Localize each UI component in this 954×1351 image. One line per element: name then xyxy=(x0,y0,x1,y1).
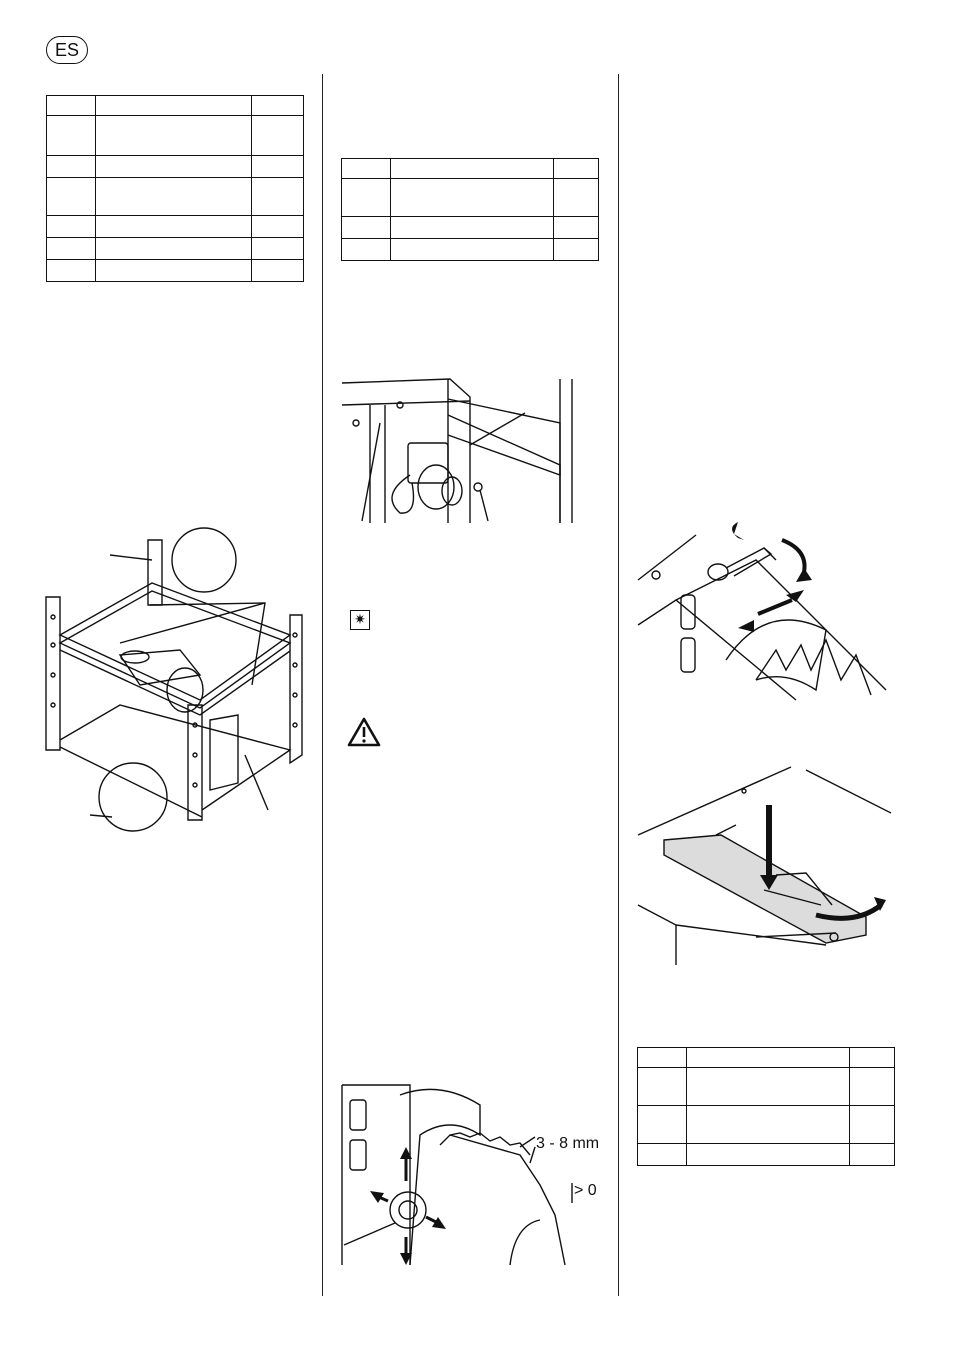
right-spec-table xyxy=(637,1047,895,1166)
middle-spec-table xyxy=(341,158,599,261)
motor-switch-illustration xyxy=(341,378,573,523)
column-divider-left xyxy=(322,74,323,1296)
language-badge: ES xyxy=(46,36,88,64)
sparkle-icon: ✷ xyxy=(350,610,370,630)
table-insert-illustration xyxy=(637,766,892,965)
blade-guard-hexkey-illustration xyxy=(637,522,887,701)
guard-adjustment-illustration xyxy=(341,1084,573,1266)
guard-min-label: > 0 xyxy=(574,1182,597,1199)
warning-triangle-icon xyxy=(347,717,381,747)
stand-frame-illustration xyxy=(45,527,303,832)
guard-gap-label: 3 - 8 mm xyxy=(536,1135,600,1152)
column-divider-right xyxy=(618,74,619,1296)
left-spec-table xyxy=(46,95,304,282)
